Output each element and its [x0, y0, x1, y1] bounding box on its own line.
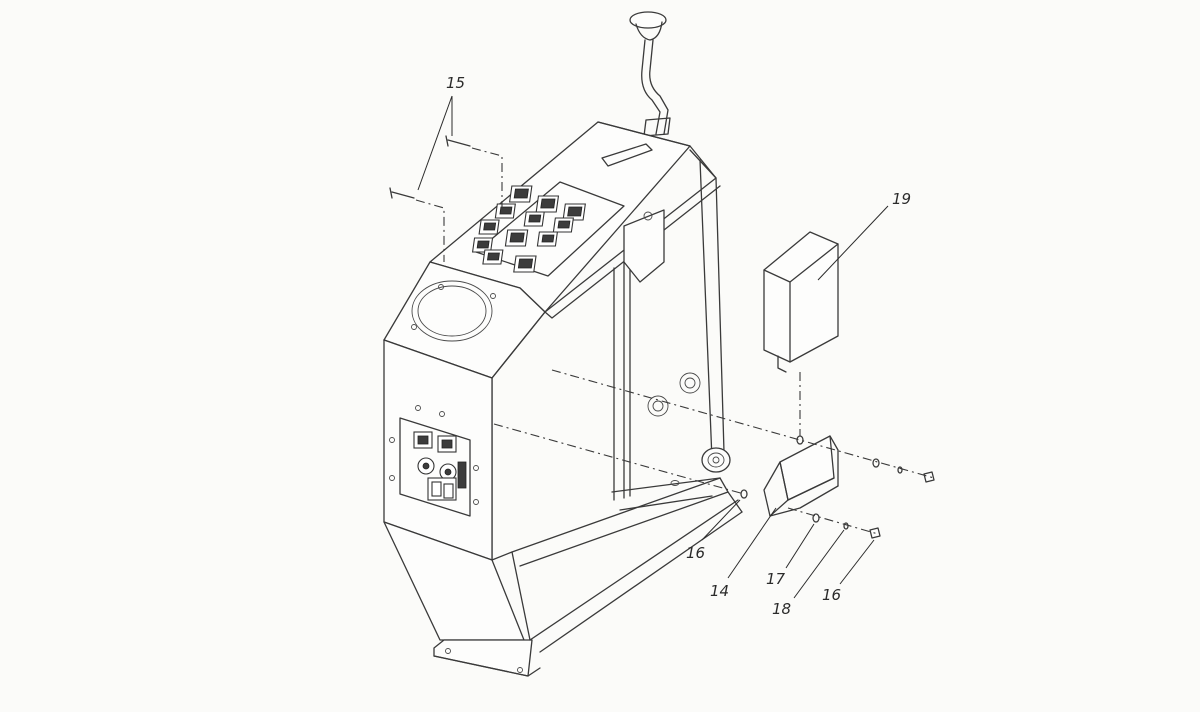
- callout-leaders: [417, 95, 889, 599]
- console-housing: [383, 121, 743, 677]
- connector-panel: [389, 405, 479, 517]
- callout-15: 15: [446, 74, 465, 92]
- bracket-part-14: [763, 435, 839, 517]
- switch-cluster: [471, 185, 586, 273]
- callout-17: 17: [766, 570, 786, 588]
- callout-labels: 15 19 16 14 17 18 16: [446, 74, 911, 618]
- hardware-washers-nuts: [740, 435, 935, 539]
- gear-shift-lever: [629, 11, 671, 137]
- callout-18: 18: [772, 600, 791, 618]
- screws-part-15: [389, 135, 503, 262]
- callout-19: 19: [892, 190, 911, 208]
- module-box-part-19: [763, 231, 839, 373]
- assembly-lines: [493, 369, 935, 535]
- callout-16-left: 16: [686, 544, 705, 562]
- callout-16-right: 16: [822, 586, 841, 604]
- callout-14: 14: [710, 582, 729, 600]
